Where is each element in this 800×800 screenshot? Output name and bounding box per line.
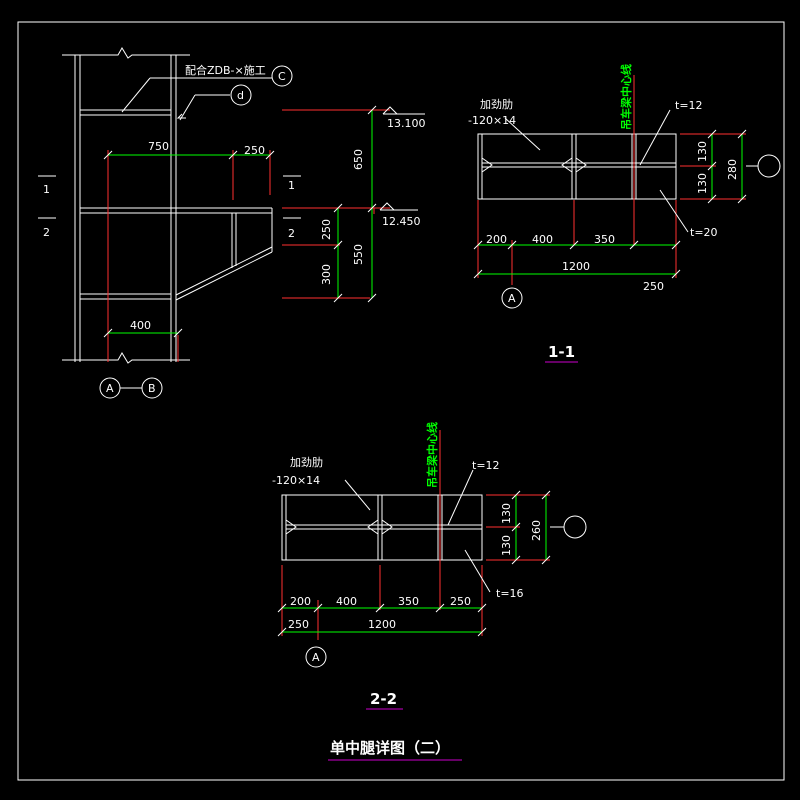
s22-stiffener: 加劲肋 (290, 455, 323, 469)
s11-centerline: 吊车梁中心线 (619, 64, 633, 130)
s11-title: 1-1 (548, 343, 575, 361)
section-cut-marks (38, 175, 301, 219)
s11-dim-280: 280 (726, 159, 739, 180)
s22-dim-130a: 130 (500, 503, 513, 524)
circle-c-label: C (278, 70, 286, 83)
dim-250: 250 (244, 144, 265, 157)
circle-c (271, 65, 293, 87)
s22-dim-200: 200 (290, 595, 311, 608)
s11-axis-label: A (508, 292, 516, 305)
section-1-1-red (477, 133, 746, 285)
s11-stiffener: 加劲肋 (480, 97, 513, 111)
section-2-2-leaders (344, 469, 491, 593)
section-1-1-ticks (473, 129, 747, 279)
s11-dim-130b: 130 (696, 173, 709, 194)
drawing-title: 单中腿详图（二） (330, 739, 450, 757)
s22-dim-400: 400 (336, 595, 357, 608)
dim-550: 550 (352, 244, 365, 265)
s11-t-web: t=12 (675, 99, 703, 112)
s22-dim-130b: 130 (500, 535, 513, 556)
circle-d-label: d (237, 89, 244, 102)
s22-dim-350: 350 (398, 595, 419, 608)
s11-dim-400: 400 (532, 233, 553, 246)
s22-dim-260: 260 (530, 520, 543, 541)
dim-650: 650 (352, 149, 365, 170)
section-2-2-side-circle (563, 515, 587, 539)
s22-centerline: 吊车梁中心线 (425, 422, 439, 488)
level-top: 13.100 (387, 117, 426, 130)
section-mark-2-right: 2 (288, 227, 295, 240)
s11-dim-200: 200 (486, 233, 507, 246)
s22-axis-circle (305, 646, 327, 668)
s22-axis-label: A (312, 651, 320, 664)
dim-750: 750 (148, 140, 169, 153)
axis-b-circle (141, 377, 163, 399)
s11-stiffener-size: -120×14 (468, 114, 516, 127)
s22-dim-1200: 1200 (368, 618, 396, 631)
s11-dim-250: 250 (643, 280, 664, 293)
section-2-2-ticks (277, 490, 551, 637)
section-1-1-view (477, 133, 677, 200)
axis-a-circle (99, 377, 121, 399)
s22-dim-250-right: 250 (450, 595, 471, 608)
section-1-1-side-circle (757, 154, 781, 178)
elevation-leaders (121, 77, 272, 121)
s11-dim-350: 350 (594, 233, 615, 246)
s11-axis-circle (501, 287, 523, 309)
section-1-1-leaders (504, 109, 689, 233)
s22-stiffener-size: -120×14 (272, 474, 320, 487)
dim-300: 300 (320, 264, 333, 285)
section-2-2-red (281, 494, 550, 640)
section-mark-1-left: 1 (43, 183, 50, 196)
s11-dim-130a: 130 (696, 141, 709, 162)
dim-250-vertical: 250 (320, 219, 333, 240)
section-2-2-dims (282, 495, 547, 633)
s11-t-flange: t=20 (690, 226, 718, 239)
s22-t-web: t=12 (472, 459, 500, 472)
section-2-2-view (281, 494, 483, 561)
dim-400: 400 (130, 319, 151, 332)
level-bottom: 12.450 (382, 215, 421, 228)
level-symbols (379, 106, 425, 211)
s11-dim-1200: 1200 (562, 260, 590, 273)
circle-d (230, 84, 252, 106)
s22-title: 2-2 (370, 690, 397, 708)
drawing-frame (17, 21, 785, 781)
section-mark-1-right: 1 (288, 179, 295, 192)
elevation-ticks (103, 105, 377, 338)
note-coordinate: 配合ZDB-×施工 (185, 63, 266, 77)
s22-t-flange: t=16 (496, 587, 524, 600)
s22-dim-250-left: 250 (288, 618, 309, 631)
axis-b-label: B (148, 382, 156, 395)
elevation-dim-lines (108, 110, 373, 334)
elevation-view (62, 47, 273, 364)
axis-a-label: A (106, 382, 114, 395)
section-mark-2-left: 2 (43, 226, 50, 239)
